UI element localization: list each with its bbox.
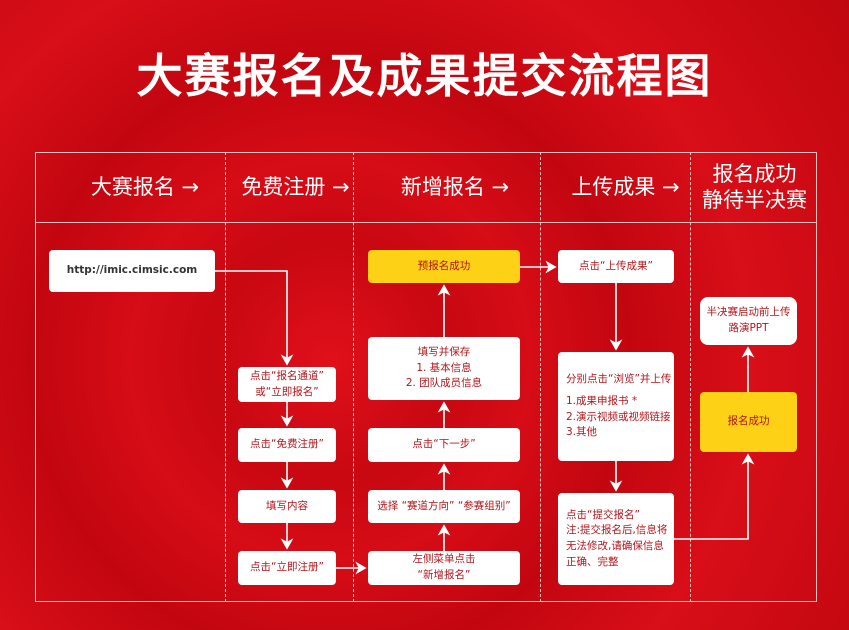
header-success-line1: 报名成功: [712, 161, 797, 186]
url-box: http://imic.cimsic.com: [49, 250, 215, 292]
step-upload-box: 点击“上传成果”: [558, 250, 674, 283]
step-text: 路演PPT: [728, 322, 769, 334]
header-success-line2: 静待半决赛: [702, 188, 807, 212]
step-text: 1.成果申报书 *: [566, 394, 638, 407]
step-fill-save-box: 填写并保存 1. 基本信息 2. 团队成员信息: [368, 337, 520, 400]
step-text: 注:提交报名后,信息将: [566, 524, 668, 537]
step-click-signup-box: 点击“报名通道” 或“立即报名”: [238, 367, 336, 402]
column-divider: [225, 152, 226, 602]
column-divider: [353, 152, 354, 602]
step-select-track-box: 选择 “赛道方向” “参赛组别”: [368, 490, 520, 523]
step-text: 无法修改,请确保信息: [566, 540, 664, 552]
step-text: 2.演示视频或视频链接: [566, 410, 671, 423]
header-success: 报名成功静待半决赛: [692, 152, 817, 222]
column-divider: [540, 152, 541, 602]
step-text: 正确、完整: [566, 555, 619, 568]
upload-ppt-box: 半决赛启动前上传路演PPT: [700, 297, 797, 345]
step-text: 2. 团队成员信息: [405, 377, 483, 390]
step-text: 点击“提交报名”: [566, 508, 640, 521]
step-text: 1. 基本信息: [416, 361, 472, 374]
step-next-box: 点击“下一步”: [368, 428, 520, 462]
step-text: 左侧菜单点击: [412, 553, 476, 566]
step-text: 点击“报名通道”: [250, 369, 324, 382]
header-divider: [35, 222, 817, 223]
arrow: [215, 270, 294, 366]
page-title: 大赛报名及成果提交流程图: [136, 49, 713, 103]
step-left-menu-box: 左侧菜单点击 “新增报名”: [368, 551, 520, 585]
step-text: 填写并保存: [417, 345, 471, 358]
header-signup: 大赛报名 →: [90, 174, 200, 199]
step-text: 分别点击“浏览”并上传: [566, 373, 672, 385]
header-register: 免费注册 →: [241, 174, 350, 199]
step-text: 或“立即报名”: [255, 385, 319, 398]
step-free-register-box: 点击“免费注册”: [238, 428, 336, 462]
header-new-entry: 新增报名 →: [400, 174, 510, 199]
step-text: “新增报名”: [417, 569, 471, 581]
pre-signup-success-box: 预报名成功: [368, 250, 520, 283]
step-browse-upload-box: 分别点击“浏览”并上传 1.成果申报书 * 2.演示视频或视频链接 3.其他: [558, 352, 674, 461]
signup-success-box: 报名成功: [700, 392, 797, 452]
step-text: 3.其他: [566, 426, 598, 439]
step-register-now-box: 点击“立即注册”: [238, 551, 336, 585]
step-text: 半决赛启动前上传: [706, 306, 791, 319]
arrow: [674, 453, 755, 540]
flow-frame: [35, 152, 817, 602]
header-upload: 上传成果 →: [571, 174, 680, 199]
column-divider: [690, 152, 691, 602]
step-fill-box: 填写内容: [238, 490, 336, 523]
step-submit-box: 点击“提交报名” 注:提交报名后,信息将无法修改,请确保信息正确、完整: [558, 493, 674, 585]
